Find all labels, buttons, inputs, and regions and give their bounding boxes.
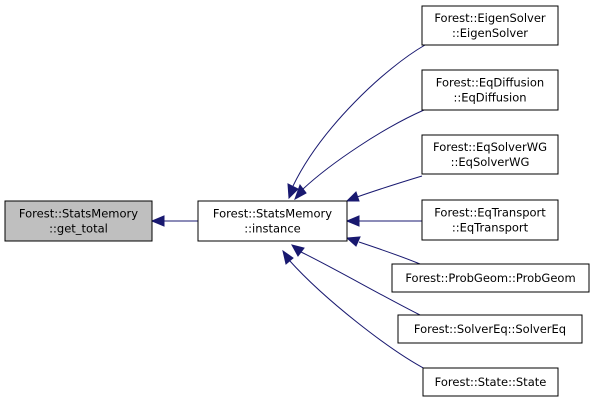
node-label-line: Forest::SolverEq::SolverEq	[414, 322, 566, 336]
node-label-line: ::instance	[244, 222, 300, 236]
arrowhead	[150, 215, 165, 227]
node-eigensolver[interactable]: Forest::EigenSolver::EigenSolver	[421, 5, 559, 46]
node-eqdiffusion[interactable]: Forest::EqDiffusion::EqDiffusion	[421, 69, 559, 111]
node-label-line: Forest::EqDiffusion	[436, 76, 544, 90]
edge-eigensolver-to-instance	[287, 44, 426, 200]
arrowhead	[287, 183, 299, 200]
arrowhead	[282, 249, 294, 265]
edge-eqtransport-to-instance	[345, 215, 422, 227]
edge-state-to-instance	[282, 249, 428, 371]
node-label-line: Forest::StatsMemory	[213, 207, 332, 221]
arrowhead	[345, 215, 360, 227]
arrowhead	[294, 183, 307, 201]
edge-line	[300, 251, 421, 316]
node-label-line: Forest::EqTransport	[434, 206, 546, 220]
edge-solvereq-to-instance	[291, 244, 421, 316]
node-label-line: ::EqDiffusion	[453, 91, 526, 105]
node-box	[197, 200, 348, 242]
edge-line	[356, 175, 423, 198]
edge-eqsolverwg-to-instance	[345, 175, 423, 202]
node-box	[422, 367, 559, 397]
edge-line	[292, 44, 426, 187]
node-label-line: Forest::EigenSolver	[434, 11, 546, 25]
node-label-line: ::EigenSolver	[452, 26, 528, 40]
edge-line	[288, 259, 428, 371]
node-state[interactable]: Forest::State::State	[422, 367, 559, 397]
arrowhead	[345, 236, 361, 247]
node-label-line: Forest::EqSolverWG	[433, 140, 547, 154]
node-box	[421, 5, 559, 46]
node-box	[4, 200, 153, 242]
edge-probgeom-to-instance	[345, 236, 421, 265]
edge-instance-to-get_total	[150, 215, 198, 227]
node-label-line: Forest::ProbGeom::ProbGeom	[405, 271, 575, 285]
node-label-line: Forest::StatsMemory	[19, 207, 138, 221]
node-label-line: ::EqSolverWG	[451, 155, 530, 169]
node-get_total[interactable]: Forest::StatsMemory::get_total	[4, 200, 153, 242]
node-label-line: ::get_total	[49, 222, 108, 236]
node-probgeom[interactable]: Forest::ProbGeom::ProbGeom	[391, 263, 590, 293]
node-box	[421, 134, 559, 175]
node-eqsolverwg[interactable]: Forest::EqSolverWG::EqSolverWG	[421, 134, 559, 175]
edge-line	[302, 109, 425, 190]
arrowhead	[291, 244, 305, 257]
node-box	[397, 314, 583, 344]
node-label-line: ::EqTransport	[452, 221, 529, 235]
arrowhead	[345, 191, 360, 202]
node-solvereq[interactable]: Forest::SolverEq::SolverEq	[397, 314, 583, 344]
node-box	[421, 199, 559, 241]
node-box	[391, 263, 590, 293]
edge-line	[358, 241, 421, 265]
nodes: Forest::StatsMemory::get_totalForest::St…	[4, 5, 590, 397]
node-label-line: Forest::State::State	[435, 375, 547, 389]
node-eqtransport[interactable]: Forest::EqTransport::EqTransport	[421, 199, 559, 241]
node-box	[421, 69, 559, 111]
edges	[150, 44, 428, 371]
node-instance[interactable]: Forest::StatsMemory::instance	[197, 200, 348, 242]
edge-eqdiffusion-to-instance	[294, 109, 425, 201]
